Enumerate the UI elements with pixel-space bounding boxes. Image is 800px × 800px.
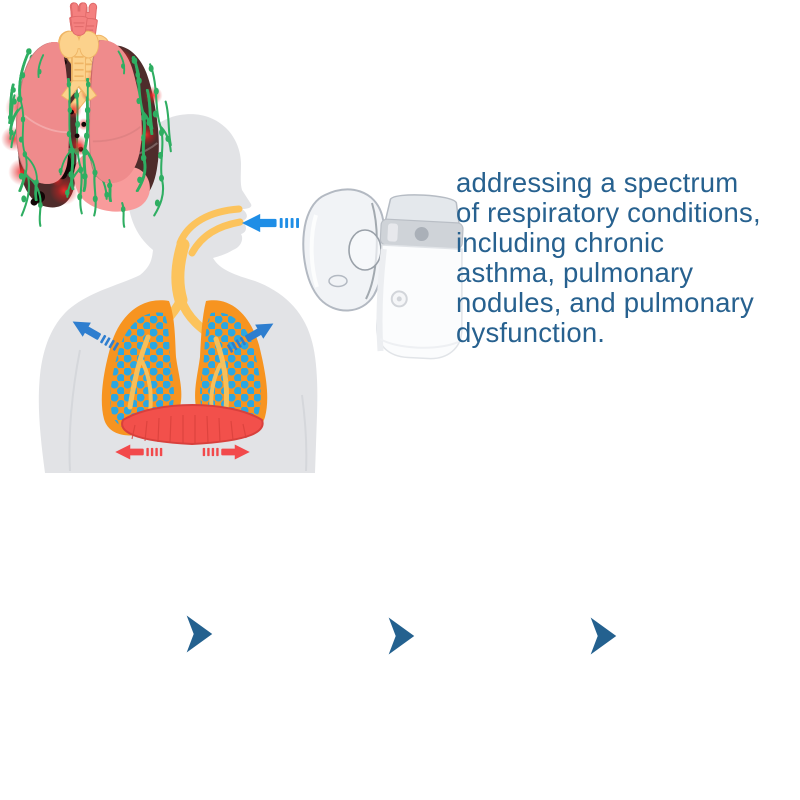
headline-line: addressing a spectrum <box>456 167 739 198</box>
headline-line: of respiratory conditions, <box>456 197 761 228</box>
inhalation-anatomy-diagram <box>38 114 464 473</box>
medication-particles-left <box>110 312 174 430</box>
nebulizer-mask <box>302 188 387 312</box>
upper-airway <box>143 205 244 344</box>
headline-line: including chronic <box>456 227 665 258</box>
inhale-arrow-icon <box>242 213 299 233</box>
progress-arrow-icon <box>184 612 214 656</box>
nebulizer-device <box>376 194 464 360</box>
lung-stage-4-healthy <box>0 0 158 202</box>
silhouette-arm-creases <box>68 349 308 472</box>
progress-arrow-icon <box>386 614 416 658</box>
lungs-with-medication <box>101 300 268 436</box>
mesh-outlet <box>414 227 429 242</box>
medication-tank <box>384 194 461 226</box>
diaphragm <box>121 404 264 446</box>
headline-line: asthma, pulmonary <box>456 257 694 288</box>
progress-arrow-icon <box>588 614 618 658</box>
headline-line: nodules, and pulmonary <box>456 287 754 318</box>
headline-line: dysfunction. <box>456 317 606 348</box>
headline-text: addressing a spectrum of respiratory con… <box>456 168 761 348</box>
